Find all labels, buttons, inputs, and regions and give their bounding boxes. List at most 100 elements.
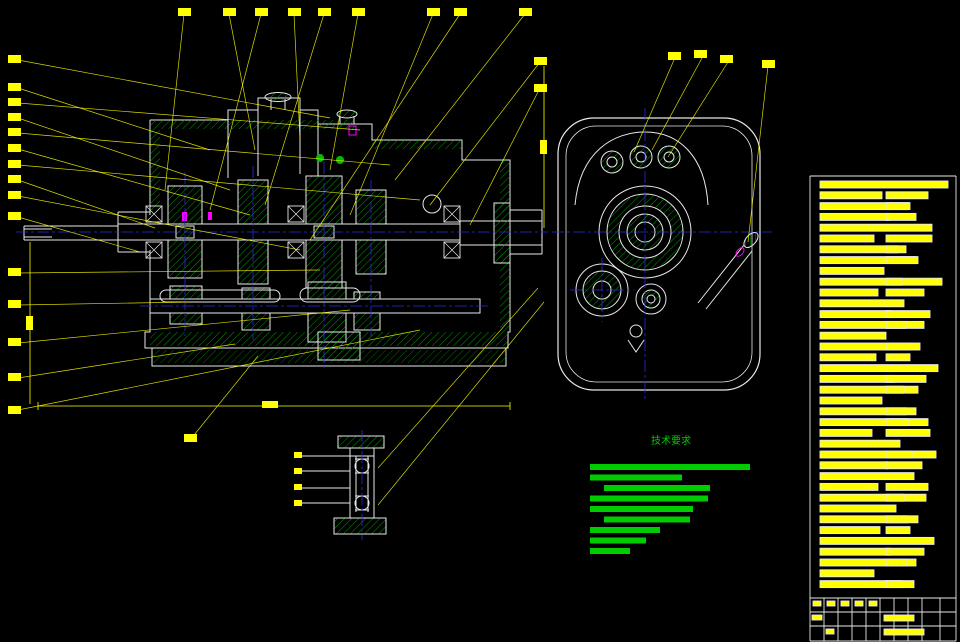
parts-row-value (885, 482, 929, 491)
leader-line (17, 117, 231, 191)
tech-requirement-line (590, 474, 682, 481)
parts-row-value (885, 461, 923, 470)
main-assembly-view (16, 92, 548, 368)
parts-row-value (885, 493, 905, 502)
balloon-marker (694, 50, 707, 58)
tech-requirement-line (590, 548, 630, 554)
parts-row-text (819, 493, 927, 502)
leader-line (17, 195, 301, 251)
balloon-marker (534, 57, 547, 65)
parts-row-text (819, 353, 877, 362)
parts-row-value (885, 515, 919, 524)
detail-top-flange (337, 435, 385, 449)
balloon-marker (534, 84, 547, 92)
title-block-text (812, 600, 822, 607)
balloon-marker (8, 83, 21, 91)
parts-row-text (819, 450, 937, 459)
parts-row-text (819, 526, 881, 535)
tech-requirement-line (590, 495, 708, 502)
balloon-marker (8, 373, 21, 381)
parts-row-text (819, 547, 891, 556)
dimension-text (262, 401, 278, 408)
parts-row-value (885, 288, 925, 297)
parts-row-value (885, 418, 909, 427)
parts-row-text (819, 288, 879, 297)
leader-line (17, 301, 191, 306)
parts-row-value (885, 212, 917, 221)
parts-row-text (819, 299, 905, 308)
balloon-marker (8, 128, 21, 136)
parts-row-text (819, 374, 895, 383)
title-block-text (826, 600, 836, 607)
technical-requirements-text-lines (590, 464, 750, 554)
technical-requirements-title: 技术要求 (651, 434, 691, 447)
balloon-marker (318, 8, 331, 16)
leader-line (329, 13, 359, 171)
parts-row-value (885, 547, 925, 556)
balloon-marker (294, 452, 302, 458)
seal-detail (348, 125, 357, 136)
leader-line (349, 13, 434, 216)
parts-row-value (885, 191, 929, 200)
dipstick (697, 232, 759, 310)
parts-row-value (885, 353, 911, 362)
parts-row-text (819, 364, 939, 373)
parts-row-value (885, 374, 927, 383)
leader-line (209, 13, 262, 211)
balloon-marker (184, 434, 197, 442)
parts-row-text (819, 310, 893, 319)
parts-row-text (819, 504, 897, 513)
parts-row-text (819, 558, 917, 567)
leader-line (17, 102, 361, 131)
leader-line (394, 13, 526, 181)
rib-slot (159, 289, 281, 303)
drain-mount (627, 339, 645, 353)
balloon-marker (294, 468, 302, 474)
balloon-marker (668, 52, 681, 60)
tech-requirement-line (590, 506, 693, 512)
balloon-marker (294, 484, 302, 490)
balloon-marker (352, 8, 365, 16)
parts-list-rows (819, 180, 949, 589)
balloon-marker (762, 60, 775, 68)
parts-row-value (885, 234, 933, 243)
detail-bottom-flange (333, 517, 387, 535)
balloon-callouts (8, 8, 775, 506)
end-view (552, 108, 772, 402)
balloon-marker (8, 144, 21, 152)
housing-outline (557, 117, 761, 391)
leader-line (17, 132, 391, 166)
leader-line (17, 179, 156, 229)
dimension-lines (26, 66, 547, 410)
drain-plug (629, 324, 643, 338)
leader-line (377, 301, 545, 506)
title-block-text (811, 614, 823, 621)
balloon-marker (8, 55, 21, 63)
balloon-marker (8, 300, 21, 308)
parts-row-text (819, 482, 879, 491)
parts-row-value (885, 342, 921, 351)
parts-row-value (885, 256, 919, 265)
parts-row-text (819, 385, 919, 394)
oil-hole (316, 154, 324, 162)
parts-row-value (885, 320, 907, 329)
leader-line (264, 13, 325, 206)
dipstick-seal (735, 247, 745, 257)
parts-row-text (819, 223, 933, 232)
input-shaft (23, 225, 118, 241)
leader-line (189, 355, 259, 441)
balloon-marker (8, 212, 21, 220)
centerlines (16, 162, 548, 368)
parts-row-text (819, 396, 883, 405)
idler-bore (635, 283, 667, 315)
balloon-marker (223, 8, 236, 16)
balloon-marker (720, 55, 733, 63)
seal-mark (208, 212, 212, 220)
balloon-marker (454, 8, 467, 16)
title-block-text (868, 600, 878, 607)
leader-line (469, 87, 541, 226)
parts-row-text (819, 461, 889, 470)
balloon-marker (288, 8, 301, 16)
